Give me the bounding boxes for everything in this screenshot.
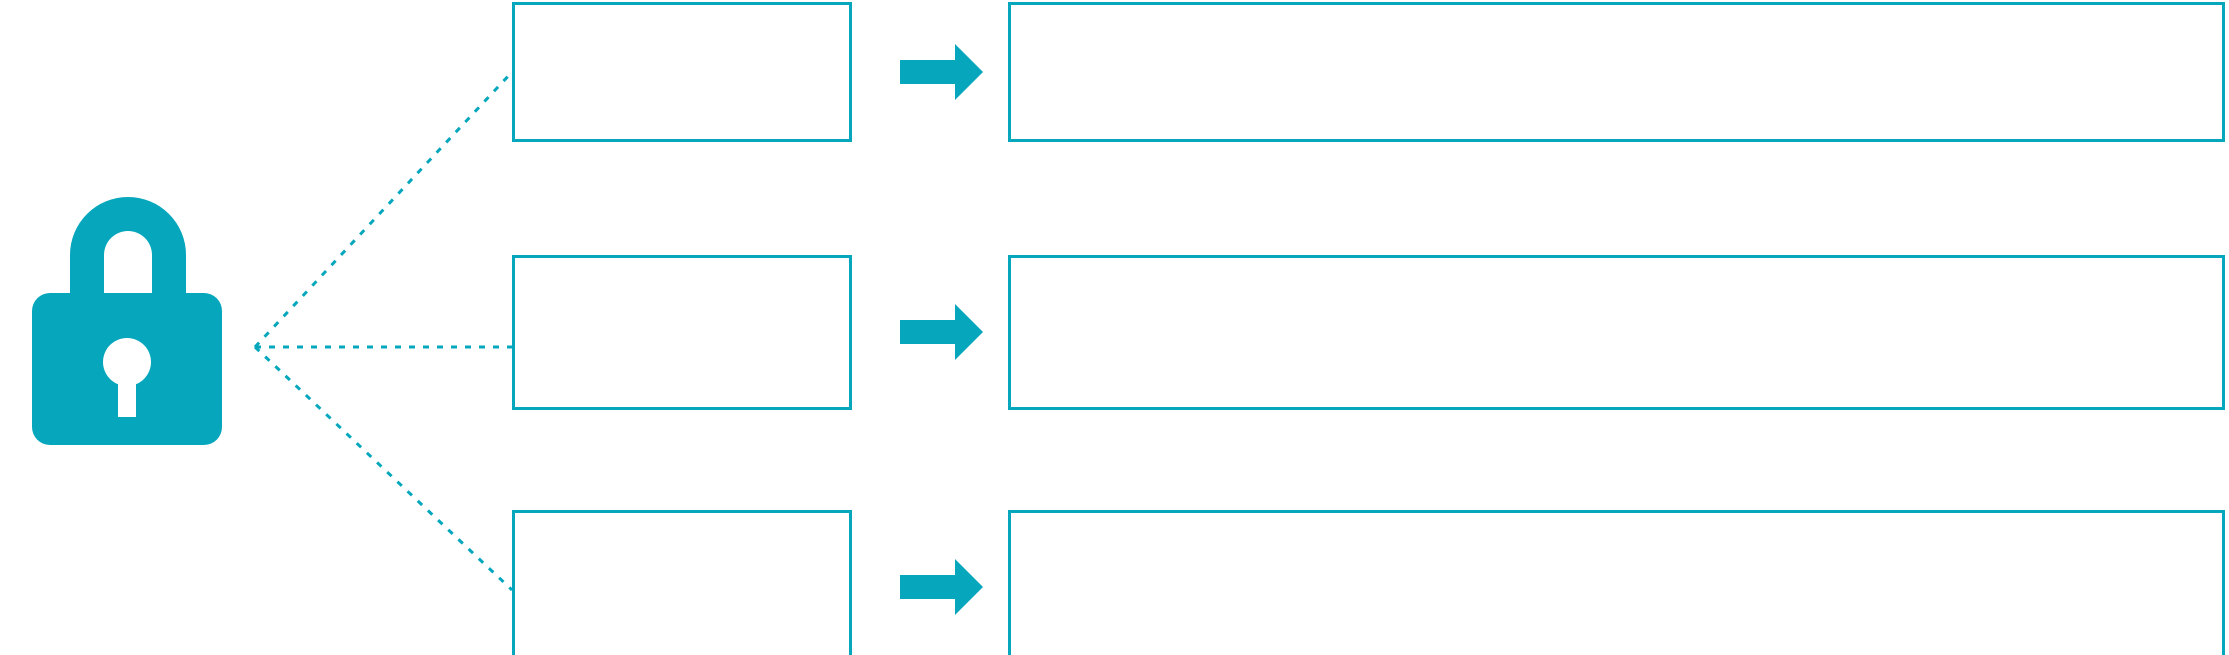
row-1 bbox=[512, 2, 2225, 142]
target-box-row-1[interactable] bbox=[1008, 2, 2225, 142]
source-box-row-2[interactable] bbox=[512, 255, 852, 410]
source-box-row-3[interactable] bbox=[512, 510, 852, 655]
connector-row-3 bbox=[253, 345, 514, 592]
arrow-row-3 bbox=[900, 559, 983, 615]
arrow-row-1 bbox=[900, 44, 983, 100]
fanout-connectors bbox=[253, 70, 514, 592]
lock-icon bbox=[32, 197, 222, 445]
target-box-row-2[interactable] bbox=[1008, 255, 2225, 410]
row-2 bbox=[512, 255, 2225, 410]
row-3 bbox=[512, 510, 2225, 655]
connector-row-1 bbox=[253, 70, 514, 349]
target-box-row-3[interactable] bbox=[1008, 510, 2225, 655]
source-box-row-1[interactable] bbox=[512, 2, 852, 142]
arrow-row-2 bbox=[900, 304, 983, 360]
